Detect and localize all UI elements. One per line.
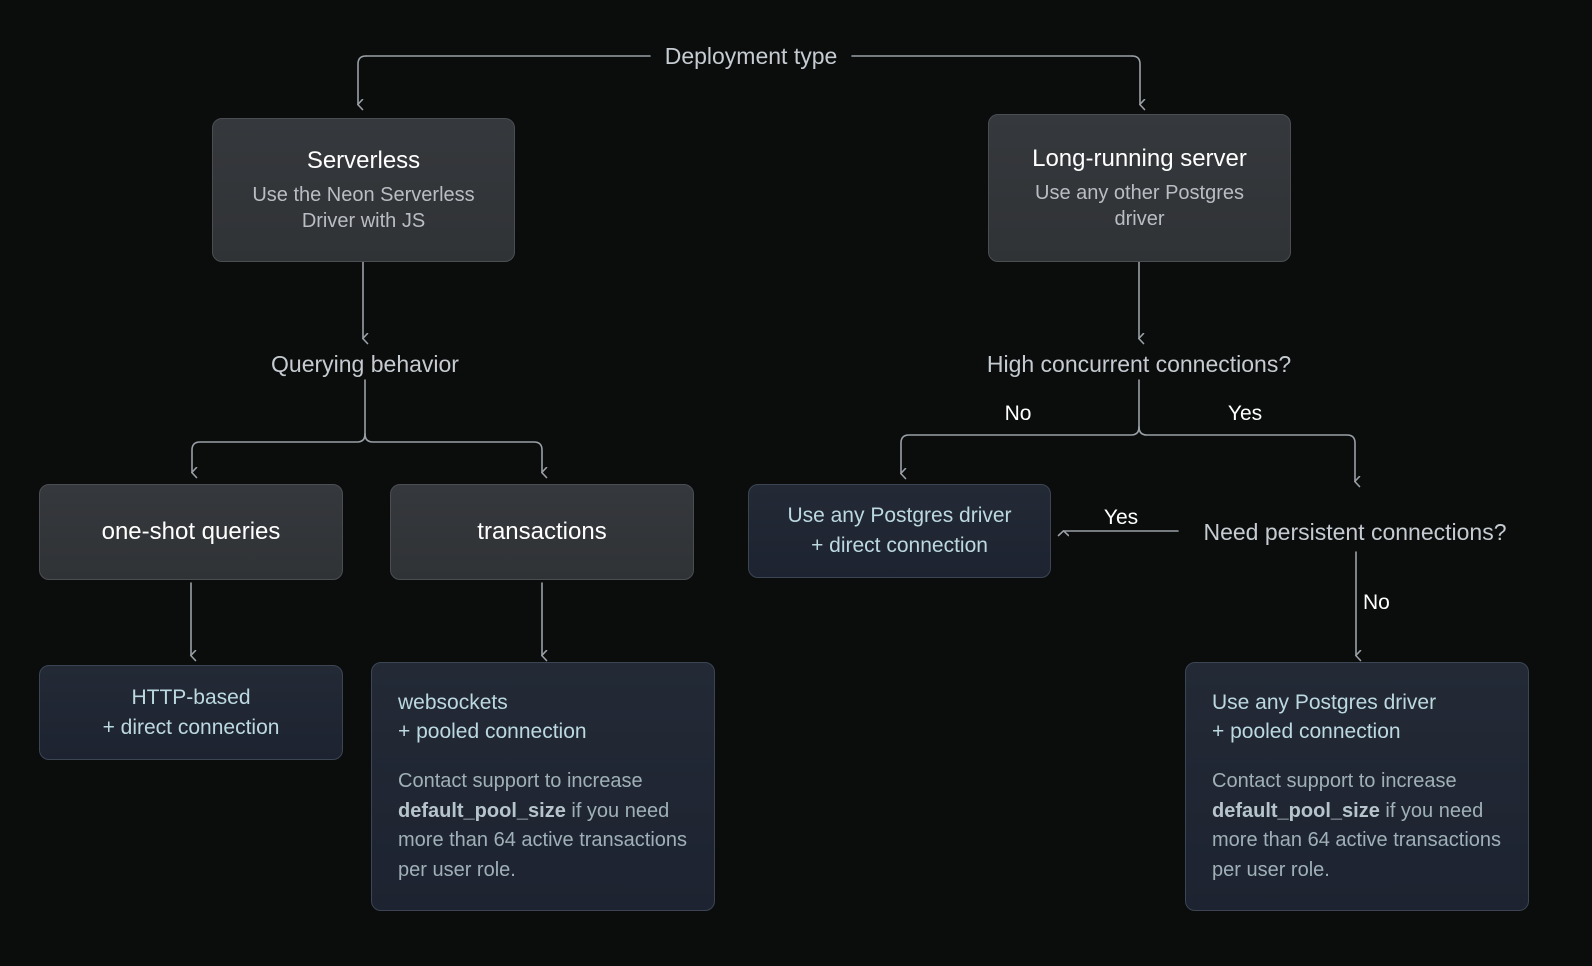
node-driver-pooled-note-before: Contact support to increase [1212,770,1457,793]
node-serverless-subtitle: Use the Neon Serverless Driver with JS [252,184,475,232]
node-websockets-pooled-connection[interactable]: websockets + pooled connection Contact s… [371,662,715,911]
edge-concurrent-yes [1138,426,1355,481]
edge-concurrent-no [901,426,1140,473]
node-driver-pooled-note: Contact support to increase default_pool… [1212,767,1502,885]
node-driver-pooled-note-code: default_pool_size [1212,799,1380,822]
node-one-shot-queries[interactable]: one-shot queries [39,484,343,580]
edge-root-to-longrunning [1131,55,1140,104]
node-websockets-note-after: if you need more than 64 active transact… [398,799,688,881]
node-long-running-subtitle: Use any other Postgres driver [1035,182,1244,230]
root-label: Deployment type [664,43,838,69]
node-long-running-title: Long-running server [1032,145,1247,172]
node-http-direct-connection-title: HTTP-based + direct connection [102,685,280,739]
node-querying-behavior: Querying behavior [271,351,459,377]
node-high-concurrent-connections: High concurrent connections? [986,351,1292,377]
node-websockets-note-code: default_pool_size [398,799,566,822]
node-transactions-title: transactions [477,518,607,545]
node-need-persistent-connections: Need persistent connections? [1203,519,1507,545]
edge-label-persistent-no: No [1363,591,1390,614]
node-transactions[interactable]: transactions [390,484,694,580]
node-one-shot-queries-title: one-shot queries [101,518,281,545]
edge-root-to-serverless [358,55,367,104]
node-long-running-server[interactable]: Long-running server Use any other Postgr… [988,114,1291,262]
node-websockets-pooled-title: websockets + pooled connection [398,690,587,744]
node-driver-pooled-note-after: if you need more than 64 active transact… [1212,799,1502,881]
node-websockets-note-before: Contact support to increase [398,770,643,793]
node-driver-direct-connection[interactable]: Use any Postgres driver + direct connect… [748,484,1051,578]
edge-label-concurrent-no: No [1004,402,1032,425]
edge-querying-to-transactions [364,433,542,472]
node-serverless[interactable]: Serverless Use the Neon Serverless Drive… [212,118,515,262]
node-driver-pooled-connection[interactable]: Use any Postgres driver + pooled connect… [1185,662,1529,911]
node-websockets-pooled-note: Contact support to increase default_pool… [398,767,688,885]
edge-querying-to-oneshot [192,433,366,472]
node-http-direct-connection[interactable]: HTTP-based + direct connection [39,665,343,760]
node-driver-pooled-title: Use any Postgres driver + pooled connect… [1212,690,1437,744]
edge-label-concurrent-yes: Yes [1227,402,1263,425]
node-driver-direct-connection-title: Use any Postgres driver + direct connect… [787,504,1012,557]
edge-label-persistent-yes: Yes [1103,506,1139,529]
node-serverless-title: Serverless [306,147,421,174]
